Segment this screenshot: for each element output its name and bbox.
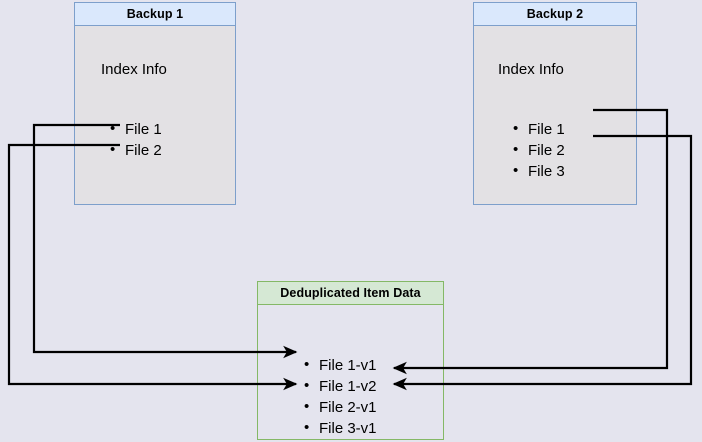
list-item: File 2 — [108, 139, 162, 161]
list-item: File 1-v2 — [302, 375, 377, 397]
list-item: File 3-v1 — [302, 417, 377, 439]
node-backup-2-file-list: File 1 File 2 File 3 — [511, 118, 565, 182]
node-backup-1[interactable]: Backup 1 Index Info File 1 File 2 — [74, 2, 236, 205]
list-item: File 1-v1 — [302, 354, 377, 376]
node-backup-1-file-list: File 1 File 2 — [108, 118, 162, 161]
list-item: File 2-v1 — [302, 396, 377, 418]
node-deduplicated-item-data-header: Deduplicated Item Data — [257, 281, 444, 305]
node-backup-2-index-label: Index Info — [498, 61, 564, 78]
list-item: File 2 — [511, 139, 565, 161]
node-backup-1-index-label: Index Info — [101, 61, 167, 78]
node-deduplicated-item-data-body: File 1-v1 File 1-v2 File 2-v1 File 3-v1 — [257, 305, 444, 440]
node-backup-1-body: Index Info File 1 File 2 — [74, 26, 236, 205]
node-backup-1-header: Backup 1 — [74, 2, 236, 26]
node-backup-2[interactable]: Backup 2 Index Info File 1 File 2 File 3 — [473, 2, 637, 205]
list-item: File 3 — [511, 160, 565, 182]
node-backup-2-body: Index Info File 1 File 2 File 3 — [473, 26, 637, 205]
node-deduplicated-item-data-file-list: File 1-v1 File 1-v2 File 2-v1 File 3-v1 — [302, 354, 377, 439]
node-deduplicated-item-data[interactable]: Deduplicated Item Data File 1-v1 File 1-… — [257, 281, 444, 440]
node-backup-2-header: Backup 2 — [473, 2, 637, 26]
list-item: File 1 — [511, 118, 565, 140]
list-item: File 1 — [108, 118, 162, 140]
